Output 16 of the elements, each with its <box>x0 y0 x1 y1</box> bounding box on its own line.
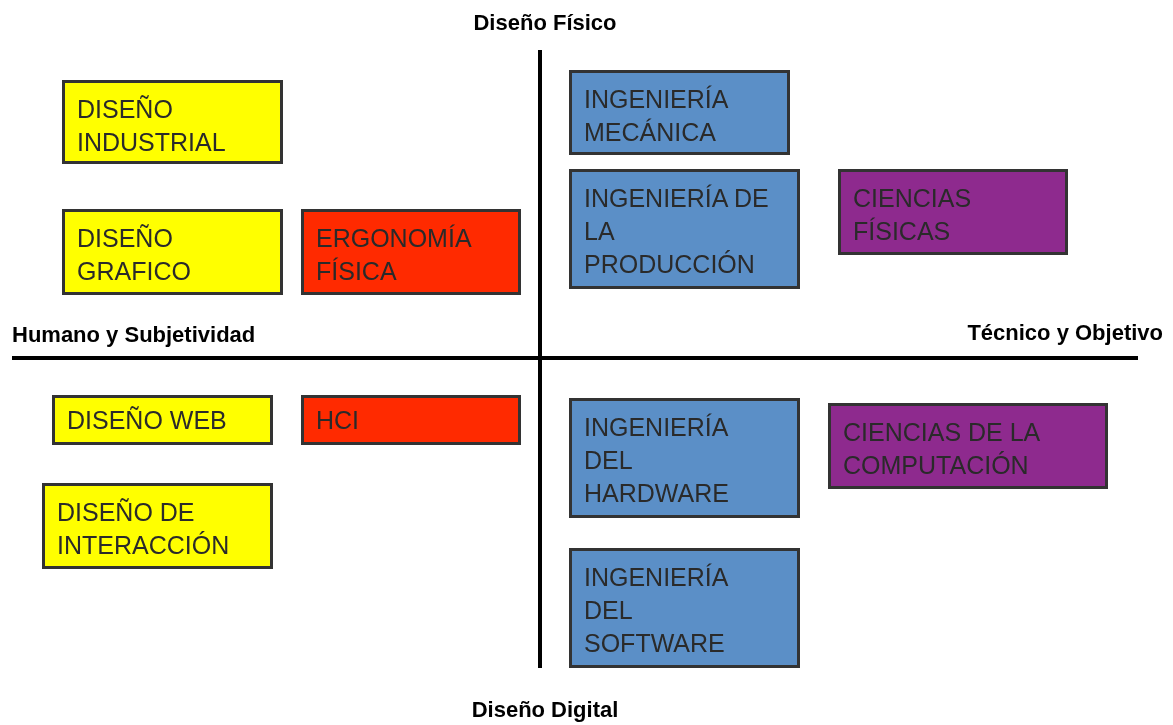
category-box: DISEÑO DE INTERACCIÓN <box>42 483 273 569</box>
category-box: INGENIERÍA DE LA PRODUCCIÓN <box>569 169 800 289</box>
category-box: DISEÑO GRAFICO <box>62 209 283 295</box>
category-box: DISEÑO INDUSTRIAL <box>62 80 283 164</box>
axis-label: Diseño Digital <box>471 697 619 723</box>
category-box: HCI <box>301 395 521 445</box>
category-box: INGENIERÍA DEL HARDWARE <box>569 398 800 518</box>
category-box: CIENCIAS DE LA COMPUTACIÓN <box>828 403 1108 489</box>
category-box: DISEÑO WEB <box>52 395 273 445</box>
axis-label: Humano y Subjetividad <box>12 322 256 348</box>
category-box: CIENCIAS FÍSICAS <box>838 169 1068 255</box>
axis-label: Diseño Físico <box>473 10 617 36</box>
category-box: INGENIERÍA MECÁNICA <box>569 70 790 155</box>
category-box: ERGONOMÍA FÍSICA <box>301 209 521 295</box>
category-box: INGENIERÍA DEL SOFTWARE <box>569 548 800 668</box>
axis-label: Técnico y Objetivo <box>967 320 1163 346</box>
